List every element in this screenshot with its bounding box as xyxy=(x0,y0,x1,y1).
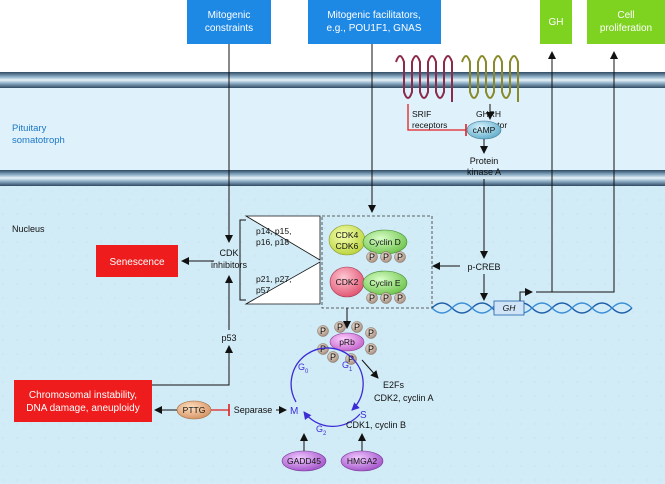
svg-text:CDK6: CDK6 xyxy=(336,241,359,251)
separase-label: Separase xyxy=(234,405,273,415)
hmga2-node: HMGA2 xyxy=(340,450,384,472)
protein-kinase-label: Protein xyxy=(470,156,499,166)
svg-text:CDK4: CDK4 xyxy=(336,230,359,240)
svg-text:Senescence: Senescence xyxy=(109,257,164,268)
svg-text:pRb: pRb xyxy=(339,337,355,347)
prb-cluster: P P P P P P P P pRb xyxy=(317,321,377,365)
srif-receptors-label: receptors xyxy=(412,120,447,130)
svg-text:Mitogenic facilitators,: Mitogenic facilitators, xyxy=(327,10,420,21)
phase-g1-subscript: 1 xyxy=(349,367,353,373)
mitogenic-constraints-box: Mitogenic constraints xyxy=(187,0,271,44)
phospho-group: P P P xyxy=(366,251,406,263)
svg-text:Cyclin E: Cyclin E xyxy=(369,278,401,288)
chromosomal-instability-box: Chromosomal instability, DNA damage, ane… xyxy=(14,380,152,422)
svg-text:cAMP: cAMP xyxy=(473,125,496,135)
cip-line1: p21, p27, xyxy=(256,274,291,284)
ink4-line1: p14, p15, xyxy=(256,226,291,236)
inhibitors-label: inhibitors xyxy=(211,260,248,270)
cdk-cyclin-complex-box xyxy=(321,215,433,309)
svg-text:PTTG: PTTG xyxy=(183,405,206,415)
svg-text:P: P xyxy=(320,326,326,336)
svg-text:GADD45: GADD45 xyxy=(287,456,321,466)
phase-g2-label: G xyxy=(316,424,323,434)
svg-text:P: P xyxy=(369,252,375,262)
ink4-triangle xyxy=(244,215,321,261)
pttg-node: PTTG xyxy=(176,400,212,420)
inhibitor-bracket xyxy=(239,219,246,301)
svg-text:DNA damage, aneuploidy: DNA damage, aneuploidy xyxy=(26,403,139,414)
srif-inhibition-line xyxy=(407,104,466,131)
ghrh-receptor-icon xyxy=(461,55,519,102)
cell-proliferation-box: Cell proliferation xyxy=(587,0,665,44)
prb-node xyxy=(329,332,365,352)
svg-text:HMGA2: HMGA2 xyxy=(347,456,378,466)
svg-text:Mitogenic: Mitogenic xyxy=(208,10,251,21)
svg-text:P: P xyxy=(383,252,389,262)
svg-text:GH: GH xyxy=(503,303,517,313)
phase-g2-subscript: 2 xyxy=(323,431,327,437)
phase-s-label: S xyxy=(360,410,367,421)
phospho-group: P P P xyxy=(366,292,406,304)
nucleus-label: Nucleus xyxy=(12,224,45,234)
cdk2-cyclin-a-label: CDK2, cyclin A xyxy=(374,393,434,403)
gh-gene: GH xyxy=(493,300,525,316)
cdk4-cdk6-node: CDK4 CDK6 xyxy=(328,224,366,256)
ink4-line2: p16, p18 xyxy=(256,237,289,247)
svg-text:P: P xyxy=(348,354,354,364)
cytoplasm-region xyxy=(0,88,665,170)
gh-box: GH xyxy=(540,0,572,44)
cyclin-e-node: Cyclin E xyxy=(362,270,408,296)
svg-text:CDK2: CDK2 xyxy=(336,277,359,287)
svg-text:proliferation: proliferation xyxy=(600,23,652,34)
svg-text:P: P xyxy=(368,328,374,338)
svg-text:Chromosomal instability,: Chromosomal instability, xyxy=(29,390,137,401)
cdk-label: CDK xyxy=(219,248,238,258)
camp-node: cAMP xyxy=(466,120,502,140)
svg-text:P: P xyxy=(383,293,389,303)
svg-text:constraints: constraints xyxy=(205,23,253,34)
cip-triangle xyxy=(244,261,321,305)
svg-text:P: P xyxy=(397,293,403,303)
svg-text:P: P xyxy=(368,344,374,354)
phase-g0-label: G xyxy=(298,362,305,372)
cdk1-cyclin-b-label: CDK1, cyclin B xyxy=(346,420,406,430)
phase-g0-subscript: 0 xyxy=(305,369,309,375)
p53-label: p53 xyxy=(221,333,236,343)
dna-helix xyxy=(431,302,633,314)
cdk2-node: CDK2 xyxy=(329,266,365,298)
svg-text:P: P xyxy=(369,293,375,303)
cip-line2: p57 xyxy=(256,285,270,295)
svg-text:P: P xyxy=(337,322,343,332)
svg-text:Cyclin D: Cyclin D xyxy=(369,237,401,247)
nuclear-membrane xyxy=(0,170,665,186)
p-creb-label: p-CREB xyxy=(467,262,500,272)
gadd45-node: GADD45 xyxy=(281,450,327,472)
cell-membrane xyxy=(0,72,665,88)
senescence-box: Senescence xyxy=(96,245,178,277)
srif-receptor-icon xyxy=(395,55,453,102)
svg-text:P: P xyxy=(330,352,336,362)
ghrh-label: GHRH xyxy=(476,109,501,119)
proliferation-arrow xyxy=(536,51,618,293)
somatotroph-label: somatotroph xyxy=(12,135,65,146)
e2fs-label: E2Fs xyxy=(383,380,405,390)
svg-text:P: P xyxy=(397,252,403,262)
kinase-a-label: kinase A xyxy=(467,167,501,177)
svg-text:Cell: Cell xyxy=(617,10,634,21)
cell-cycle xyxy=(290,347,364,428)
srif-label: SRIF xyxy=(412,109,431,119)
cyclin-d-node: Cyclin D xyxy=(362,229,408,255)
pituitary-label: Pituitary xyxy=(12,123,47,134)
svg-text:P: P xyxy=(354,322,360,332)
phase-m-label: M xyxy=(290,406,298,417)
mitogenic-facilitators-box: Mitogenic facilitators, e.g., POU1F1, GN… xyxy=(308,0,441,44)
svg-text:e.g., POU1F1, GNAS: e.g., POU1F1, GNAS xyxy=(326,23,421,34)
phase-g1-label: G xyxy=(342,360,349,370)
svg-text:GH: GH xyxy=(549,17,564,28)
svg-text:P: P xyxy=(320,344,326,354)
